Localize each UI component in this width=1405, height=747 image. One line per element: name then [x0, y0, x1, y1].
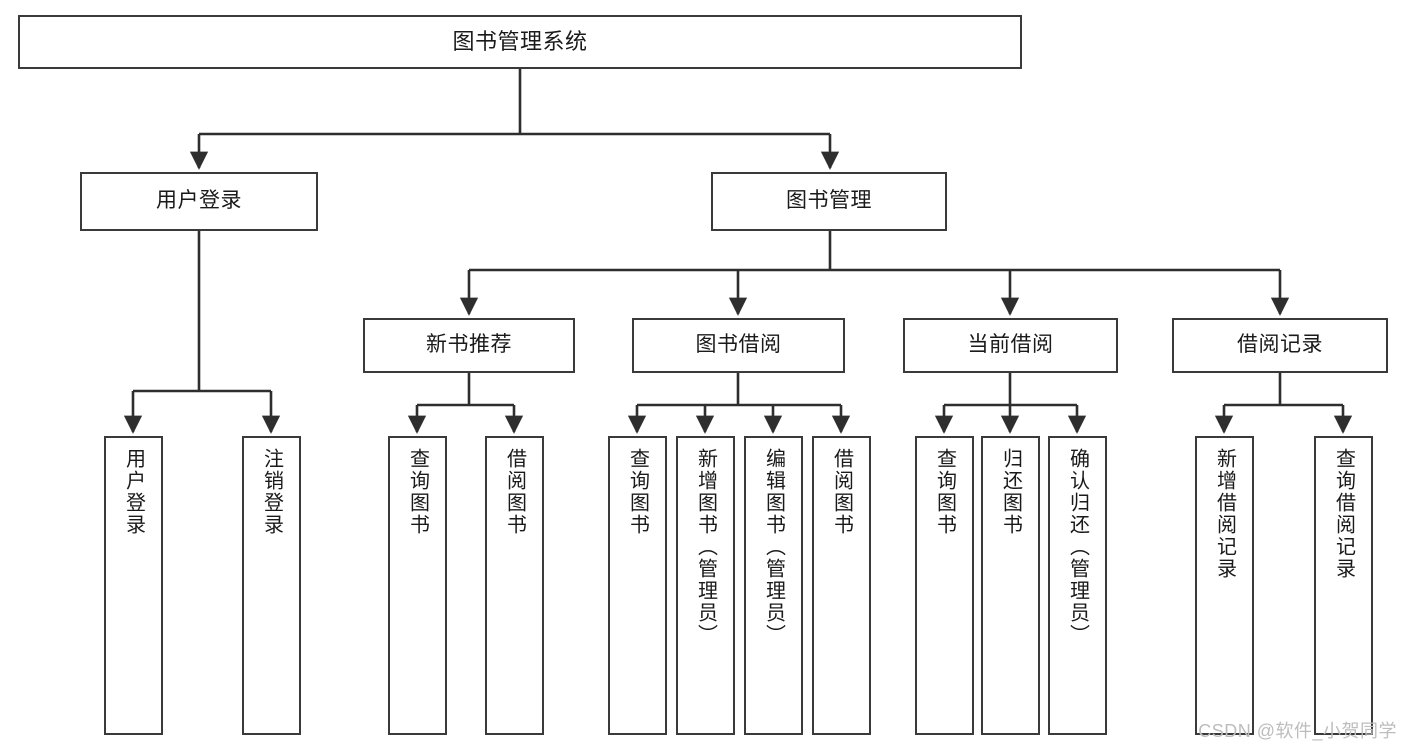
node-book-management[interactable]: 图书管理 — [711, 172, 947, 231]
leaf-query-book-recommend[interactable]: 查询图书 — [388, 436, 447, 735]
leaf-query-book-borrow[interactable]: 查询图书 — [608, 436, 667, 735]
leaf-borrow-book[interactable]: 借阅图书 — [812, 436, 871, 735]
leaf-query-borrow-record[interactable]: 查询借阅记录 — [1314, 436, 1373, 735]
node-label: 借阅图书 — [503, 448, 526, 536]
node-label: 借阅图书 — [830, 448, 853, 536]
node-label: 新增借阅记录 — [1213, 448, 1236, 580]
leaf-user-login[interactable]: 用户登录 — [104, 436, 163, 735]
node-label: 新书推荐 — [426, 333, 512, 357]
leaf-return-book[interactable]: 归还图书 — [981, 436, 1040, 735]
node-root-system[interactable]: 图书管理系统 — [18, 15, 1022, 69]
node-user-login[interactable]: 用户登录 — [80, 172, 318, 231]
node-label: 查询借阅记录 — [1332, 448, 1355, 580]
node-label: 查询图书 — [406, 448, 429, 536]
leaf-edit-book-admin[interactable]: 编辑图书（管理员） — [744, 436, 803, 735]
leaf-confirm-return-admin[interactable]: 确认归还（管理员） — [1048, 436, 1107, 735]
node-label: 用户登录 — [156, 189, 242, 213]
csdn-watermark: CSDN @软件_小贺同学 — [1198, 721, 1397, 741]
leaf-query-book-current[interactable]: 查询图书 — [915, 436, 974, 735]
leaf-logout-login[interactable]: 注销登录 — [242, 436, 301, 735]
node-borrow-record[interactable]: 借阅记录 — [1172, 318, 1388, 373]
node-label: 图书管理 — [786, 189, 872, 213]
node-new-book-recommend[interactable]: 新书推荐 — [363, 318, 575, 373]
leaf-add-book-admin[interactable]: 新增图书（管理员） — [676, 436, 735, 735]
node-current-borrow[interactable]: 当前借阅 — [903, 318, 1118, 373]
node-label: 借阅记录 — [1237, 333, 1323, 357]
node-book-borrow[interactable]: 图书借阅 — [632, 318, 845, 373]
node-label: 编辑图书（管理员） — [762, 448, 785, 646]
node-label: 当前借阅 — [967, 333, 1054, 357]
node-label: 图书借阅 — [695, 333, 782, 357]
node-label: 注销登录 — [260, 448, 283, 536]
node-label: 确认归还（管理员） — [1066, 448, 1089, 646]
leaf-borrow-book-recommend[interactable]: 借阅图书 — [485, 436, 544, 735]
node-label: 归还图书 — [999, 448, 1022, 536]
node-label: 用户登录 — [122, 448, 145, 536]
node-label: 查询图书 — [626, 448, 649, 536]
node-label: 查询图书 — [933, 448, 956, 536]
leaf-add-borrow-record[interactable]: 新增借阅记录 — [1195, 436, 1254, 735]
node-label: 新增图书（管理员） — [694, 448, 717, 646]
node-label: 图书管理系统 — [452, 29, 588, 55]
